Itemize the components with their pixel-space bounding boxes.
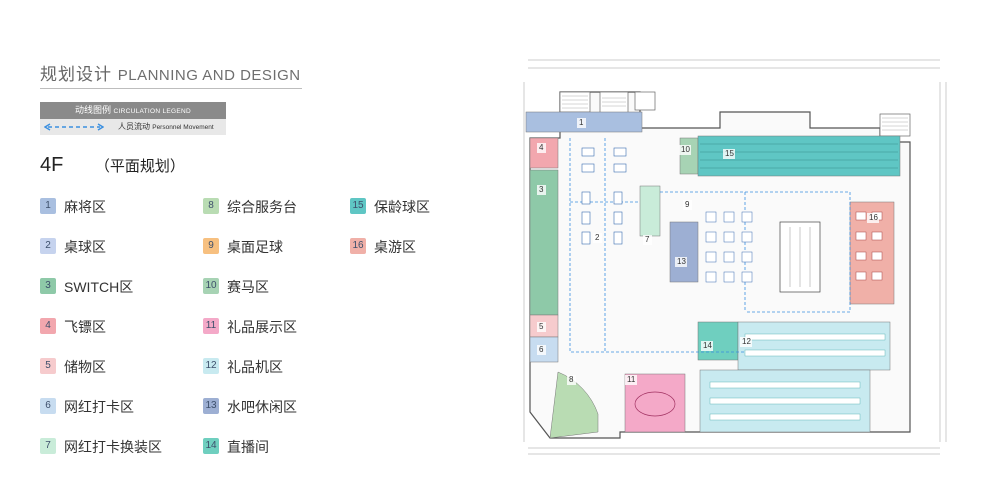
plan-zone-badge <box>537 185 546 195</box>
zone-number-badge: 13 <box>203 398 219 414</box>
stair-lines <box>562 95 908 131</box>
zone-number-badge: 9 <box>203 238 219 254</box>
gift-display-stand <box>634 391 676 417</box>
plan-zone-number: 10 <box>681 145 690 154</box>
zone-number-badge: 10 <box>203 278 219 294</box>
plan-zone-number: 5 <box>539 322 544 331</box>
page-title: 规划设计 PLANNING AND DESIGN <box>40 60 301 85</box>
plan-zone-number: 12 <box>742 337 751 346</box>
zone-number-badge: 7 <box>40 438 56 454</box>
legend-title-cn: 动线图例 <box>74 105 111 115</box>
zone-number-badge: 4 <box>40 318 56 334</box>
plan-zone-number: 16 <box>869 213 878 222</box>
zone-name: 桌面足球 <box>227 239 283 255</box>
legend-row-cn: 人员流动 <box>118 122 150 131</box>
zone-13-area <box>669 221 699 283</box>
dimension-lines <box>523 59 947 455</box>
plan-zone-badge <box>577 118 586 128</box>
floor-label: 4F <box>40 154 64 176</box>
plan-zone-badge <box>740 337 752 347</box>
zone-number-badge: 12 <box>203 358 219 374</box>
zone-7-area <box>639 185 661 237</box>
title-en: PLANNING AND DESIGN <box>117 67 301 84</box>
zone-number-badge: 1 <box>40 198 56 214</box>
plan-zone-badge <box>593 233 602 243</box>
plan-zone-badge <box>675 257 687 267</box>
zone-name: 直播间 <box>227 439 269 455</box>
plan-zone-badge <box>537 143 546 153</box>
plan-zone-number: 3 <box>539 185 544 194</box>
zone-name: 麻将区 <box>64 199 106 215</box>
plan-zone-badge <box>537 322 546 332</box>
legend-title-en: CIRCULATION LEGEND <box>113 108 192 115</box>
floor-subtitle: （平面规划） <box>94 158 185 175</box>
zone-number-badge: 15 <box>350 198 366 214</box>
zone-name: 网红打卡换装区 <box>64 439 162 455</box>
plan-zone-badge <box>867 213 879 223</box>
plan-zone-number: 6 <box>539 345 544 354</box>
zone-10-area <box>679 137 699 175</box>
plan-zone-number: 8 <box>569 375 574 384</box>
zone-name: 桌球区 <box>64 239 106 255</box>
zone-name: 网红打卡区 <box>64 399 134 415</box>
plan-zone-number: 1 <box>579 118 584 127</box>
zone-12-upper-area <box>737 321 891 371</box>
game-tables <box>705 211 753 283</box>
zone-name: 礼品展示区 <box>227 319 297 335</box>
zone-name: 赛马区 <box>227 279 269 295</box>
prize-machines <box>709 333 886 421</box>
zone-name: 保龄球区 <box>374 199 430 215</box>
billiard-tables <box>581 147 627 245</box>
zone-name: 礼品机区 <box>227 359 283 375</box>
plan-zone-number: 15 <box>725 149 734 158</box>
zone-number-badge: 2 <box>40 238 56 254</box>
plan-zone-number: 14 <box>703 341 712 350</box>
zone-number-badge: 11 <box>203 318 219 334</box>
plan-zone-badge <box>701 341 713 351</box>
zone-number-badge: 14 <box>203 438 219 454</box>
plan-zone-badge <box>567 375 576 385</box>
legend-row-en: Personnel Movement <box>152 124 214 131</box>
floor-heading: 4F （平面规划） <box>40 154 185 177</box>
plan-zone-number: 9 <box>685 200 690 209</box>
plan-zone-badge <box>683 200 692 210</box>
plan-zone-number: 7 <box>645 235 650 244</box>
legend-row-label: 人员流动 Personnel Movement <box>118 119 214 136</box>
zone-number-badge: 5 <box>40 358 56 374</box>
zone-number-badge: 3 <box>40 278 56 294</box>
title-divider <box>40 88 302 89</box>
plan-zone-badge <box>537 345 546 355</box>
zone-name: 储物区 <box>64 359 106 375</box>
circulation-legend-header: 动线图例 CIRCULATION LEGEND <box>40 102 226 119</box>
plan-zone-badge <box>723 149 735 159</box>
zone-name: SWITCH区 <box>64 279 134 295</box>
zone-number-badge: 6 <box>40 398 56 414</box>
stair-cores <box>559 91 911 137</box>
plan-zone-badge <box>643 235 652 245</box>
zone-8-area <box>549 371 599 439</box>
zone-name: 水吧休闲区 <box>227 399 297 415</box>
plan-zone-badge <box>679 145 691 155</box>
circulation-path <box>569 138 851 353</box>
dashed-arrow-icon <box>44 123 104 131</box>
circulation-legend-row: 人员流动 Personnel Movement <box>40 119 226 135</box>
title-cn: 规划设计 <box>40 65 112 84</box>
plan-zone-number: 4 <box>539 143 544 152</box>
plan-zone-number: 2 <box>595 233 600 242</box>
zone-number-badge: 8 <box>203 198 219 214</box>
zone-number-badge: 16 <box>350 238 366 254</box>
escalator-lines <box>789 227 811 287</box>
zone-name: 综合服务台 <box>227 199 297 215</box>
plan-zone-number: 13 <box>677 257 686 266</box>
zone-name: 飞镖区 <box>64 319 106 335</box>
plan-zone-number: 11 <box>627 375 636 384</box>
zone-name: 桌游区 <box>374 239 416 255</box>
plan-zone-badge <box>625 375 637 385</box>
